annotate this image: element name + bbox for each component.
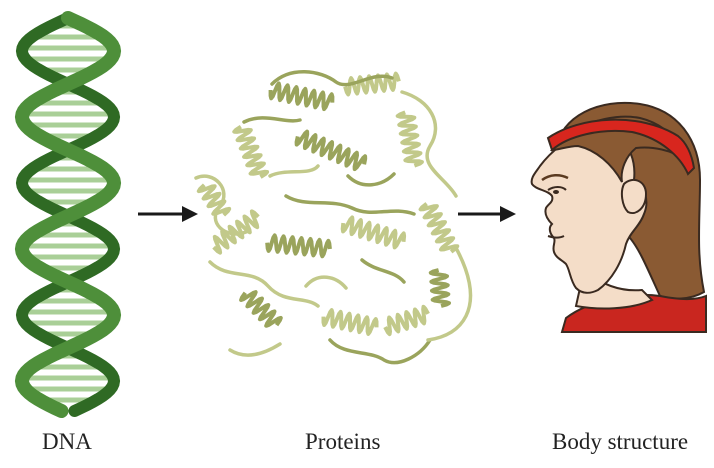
protein-loop <box>306 277 346 288</box>
protein-helix <box>324 310 377 334</box>
protein-helix <box>271 84 333 110</box>
protein-helix <box>431 270 449 306</box>
protein-helix <box>234 127 267 177</box>
protein-loop <box>348 174 394 185</box>
protein-structure-icon <box>196 72 471 363</box>
pupil <box>553 190 559 194</box>
protein-helix <box>385 307 428 334</box>
arrow-right-icon <box>458 206 516 222</box>
protein-helix <box>421 204 458 252</box>
protein-helix <box>267 235 330 256</box>
protein-helix <box>343 218 404 248</box>
body-structure-label: Body structure <box>552 428 688 456</box>
protein-loop <box>270 166 318 176</box>
protein-loop <box>230 344 280 355</box>
protein-loop <box>210 262 318 306</box>
protein-loop <box>272 72 392 85</box>
dna-strand-front <box>22 18 114 411</box>
arrow-right-icon <box>138 206 198 222</box>
protein-loop <box>286 196 414 214</box>
dna-label: DNA <box>42 428 92 456</box>
ear <box>622 180 646 213</box>
protein-helix <box>398 112 422 165</box>
protein-loop <box>362 260 404 282</box>
protein-helix <box>241 292 281 326</box>
human-head-icon <box>532 103 706 332</box>
dna-helix-icon <box>22 18 114 411</box>
protein-helix <box>214 211 259 252</box>
protein-helix <box>297 132 366 170</box>
proteins-label: Proteins <box>305 428 380 456</box>
protein-loop <box>244 118 300 122</box>
protein-loop <box>330 340 430 363</box>
